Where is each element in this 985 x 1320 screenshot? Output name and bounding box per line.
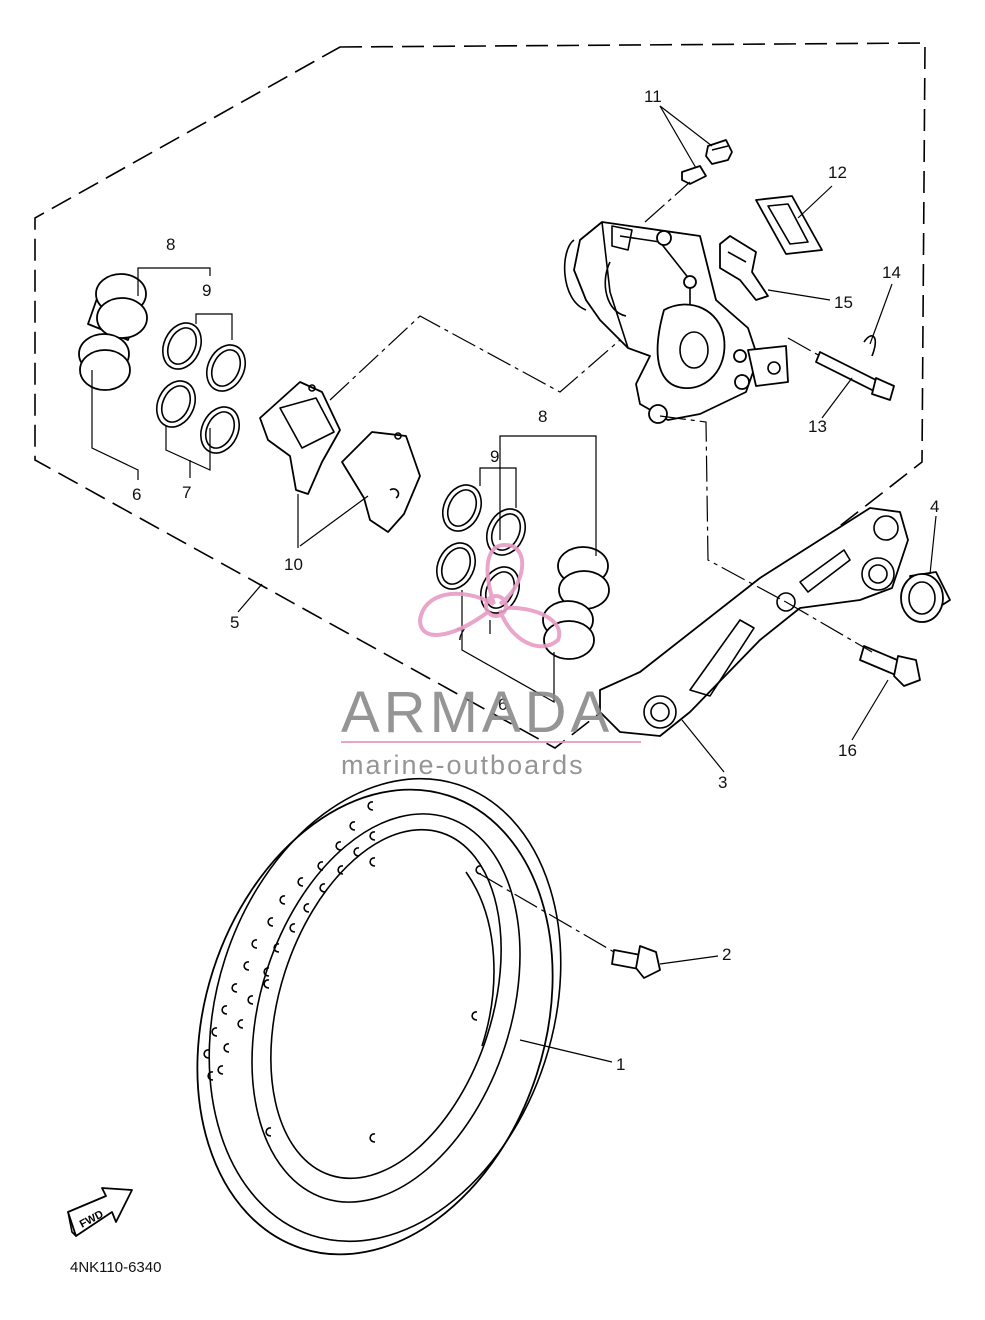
disc-hole bbox=[217, 1065, 224, 1075]
piston-lower-left[interactable] bbox=[78, 333, 131, 391]
disc-holes bbox=[203, 801, 482, 1143]
diagram-code: 4NK110-6340 bbox=[70, 1259, 161, 1276]
callout-3: 3 bbox=[718, 773, 727, 792]
callout-8-center: 8 bbox=[538, 407, 547, 426]
callout-7-center: 7 bbox=[456, 625, 465, 644]
disc-hole bbox=[267, 917, 274, 927]
assembly-boundary bbox=[34, 42, 926, 749]
disc-hole bbox=[297, 877, 304, 887]
disc-hole bbox=[367, 801, 374, 811]
disc-hole bbox=[221, 1005, 228, 1015]
centerline-disc bbox=[479, 873, 615, 953]
pad-spring-plate[interactable] bbox=[755, 195, 823, 255]
piston-upper-center[interactable] bbox=[557, 546, 610, 610]
disc-hole bbox=[289, 923, 296, 933]
callout-2: 2 bbox=[722, 945, 731, 964]
bleed-screw[interactable] bbox=[681, 139, 733, 185]
disc-hole bbox=[303, 903, 310, 913]
disc-bolt[interactable] bbox=[611, 945, 661, 979]
disc-hole bbox=[369, 831, 376, 841]
callout-5: 5 bbox=[230, 613, 239, 632]
callout-14: 14 bbox=[882, 263, 901, 282]
callout-1: 1 bbox=[616, 1055, 625, 1074]
disc-hole bbox=[247, 995, 254, 1005]
callout-8-left: 8 bbox=[166, 235, 175, 254]
seals-left[interactable] bbox=[150, 317, 253, 460]
disc-hole bbox=[223, 1043, 230, 1053]
disc-hole bbox=[237, 1019, 244, 1029]
disc-hole bbox=[207, 1071, 214, 1081]
armada-watermark: ARMADA marine-outboards bbox=[341, 542, 641, 780]
disc-hole bbox=[317, 861, 324, 871]
disc-hole bbox=[471, 1011, 478, 1021]
piston-lower-center[interactable] bbox=[542, 600, 595, 660]
disc-hole bbox=[335, 841, 342, 851]
bracket-bushing[interactable] bbox=[900, 571, 951, 623]
disc-hole bbox=[203, 1049, 210, 1059]
caliper-body[interactable] bbox=[563, 221, 789, 424]
centerline-pin bbox=[787, 337, 821, 357]
disc-hole bbox=[369, 1133, 376, 1143]
callout-7-left: 7 bbox=[182, 483, 191, 502]
centerline-pad bbox=[329, 315, 621, 401]
callout-4: 4 bbox=[930, 497, 939, 516]
brake-pad-right[interactable] bbox=[341, 431, 421, 533]
disc-hole bbox=[349, 821, 356, 831]
disc-hole bbox=[211, 1027, 218, 1037]
callout-6-center: 6 bbox=[498, 695, 507, 714]
brake-pad-left[interactable] bbox=[259, 381, 341, 495]
pad-clip[interactable] bbox=[719, 235, 769, 301]
callout-10: 10 bbox=[284, 555, 303, 574]
callout-6-left: 6 bbox=[132, 485, 141, 504]
callout-16: 16 bbox=[838, 741, 857, 760]
disc-hole bbox=[263, 979, 270, 989]
bracket-bolt[interactable] bbox=[859, 645, 921, 687]
disc-hole bbox=[263, 967, 270, 977]
caliper-bracket[interactable] bbox=[599, 507, 909, 737]
disc-hole bbox=[243, 961, 250, 971]
centerline-bleed bbox=[644, 181, 691, 223]
disc-hole bbox=[475, 865, 482, 875]
callout-9-center: 9 bbox=[490, 447, 499, 466]
disc-hole bbox=[265, 1127, 272, 1137]
propeller-logo bbox=[417, 542, 562, 649]
disc-hole bbox=[251, 939, 258, 949]
disc-hole bbox=[353, 847, 360, 857]
centerline-bracket bbox=[659, 415, 787, 603]
pad-pin[interactable] bbox=[815, 335, 895, 401]
callout-9-left: 9 bbox=[202, 281, 211, 300]
brake-disc[interactable] bbox=[140, 733, 618, 1301]
disc-hole bbox=[231, 983, 238, 993]
forward-direction-arrow: FWD bbox=[67, 1187, 133, 1237]
disc-hole bbox=[337, 865, 344, 875]
callout-13: 13 bbox=[808, 417, 827, 436]
callout-15: 15 bbox=[834, 293, 853, 312]
disc-hole bbox=[319, 883, 326, 893]
watermark-brand: ARMADA bbox=[341, 680, 613, 745]
callout-11: 11 bbox=[644, 87, 662, 106]
piston-upper-left[interactable] bbox=[87, 273, 148, 341]
watermark-underline bbox=[341, 741, 641, 743]
disc-hole bbox=[279, 895, 286, 905]
centerline-bolt bbox=[785, 601, 873, 653]
watermark-tagline: marine-outboards bbox=[341, 750, 585, 780]
disc-hole bbox=[273, 943, 280, 953]
disc-hole bbox=[369, 857, 376, 867]
callout-12: 12 bbox=[828, 163, 847, 182]
